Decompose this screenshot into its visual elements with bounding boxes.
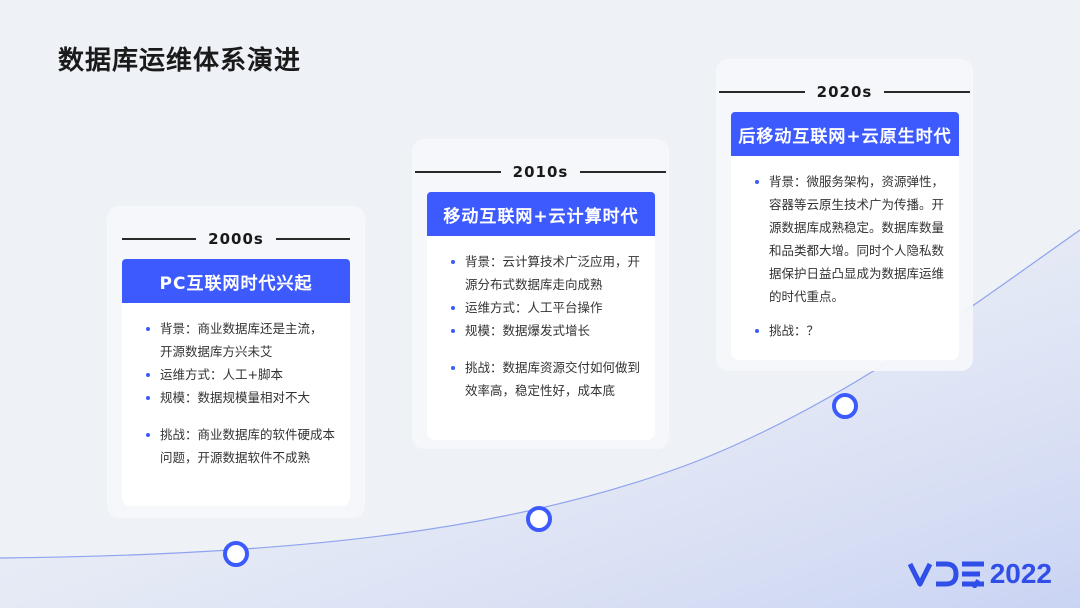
bullet-background: 背景：云计算技术广泛应用，开源分布式数据库走向成熟 — [451, 250, 641, 296]
era-card-2000s: 2000s PC互联网时代兴起 背景：商业数据库还是主流，开源数据库方兴未艾 运… — [107, 206, 365, 518]
divider — [275, 238, 350, 240]
divider — [122, 238, 197, 240]
divider — [580, 171, 667, 173]
era-body: 背景：商业数据库还是主流，开源数据库方兴未艾 运维方式：人工+脚本 规模：数据规… — [122, 303, 350, 506]
bullet-challenge: 挑战：商业数据库的软件硬成本问题，开源数据软件不成熟 — [146, 423, 336, 469]
era-card-2020s: 2020s 后移动互联网+云原生时代 背景：微服务架构，资源弹性，容器等云原生技… — [716, 59, 973, 371]
era-label: 2020s — [816, 83, 873, 101]
era-heading: 2000s — [107, 230, 365, 248]
bullet-scale: 规模：数据爆发式增长 — [451, 319, 641, 342]
bullet-scale: 规模：数据规模量相对不大 — [146, 386, 332, 409]
timeline-dot-2020s — [832, 393, 858, 419]
bullet-challenge: 挑战：数据库资源交付如何做到效率高，稳定性好，成本底 — [451, 356, 643, 402]
divider — [884, 91, 971, 93]
era-title: 后移动互联网+云原生时代 — [731, 112, 959, 156]
era-heading: 2020s — [716, 83, 973, 101]
logo-year: 2022 — [989, 558, 1052, 589]
era-body: 背景：云计算技术广泛应用，开源分布式数据库走向成熟 运维方式：人工平台操作 规模… — [427, 236, 655, 440]
era-body: 背景：微服务架构，资源弹性，容器等云原生技术广为传播。开源数据库成熟稳定。数据库… — [731, 156, 959, 360]
era-heading: 2010s — [412, 163, 669, 181]
timeline-dot-2000s — [223, 541, 249, 567]
bullet-ops-method: 运维方式：人工+脚本 — [146, 363, 332, 386]
era-title: 移动互联网+云计算时代 — [427, 192, 655, 236]
vdc-mark-icon — [907, 561, 984, 588]
era-card-2010s: 2010s 移动互联网+云计算时代 背景：云计算技术广泛应用，开源分布式数据库走… — [412, 139, 669, 449]
vdc-logo: 2022 — [907, 558, 1052, 590]
timeline-dot-2010s — [526, 506, 552, 532]
divider — [414, 171, 501, 173]
page-title: 数据库运维体系演进 — [58, 46, 302, 76]
bullet-ops-method: 运维方式：人工平台操作 — [451, 296, 641, 319]
era-title: PC互联网时代兴起 — [122, 259, 350, 303]
divider — [718, 91, 805, 93]
bullet-challenge: 挑战：？ — [755, 319, 945, 342]
era-label: 2010s — [512, 163, 569, 181]
bullet-background: 背景：商业数据库还是主流，开源数据库方兴未艾 — [146, 317, 332, 363]
era-label: 2000s — [208, 230, 264, 248]
bullet-background: 背景：微服务架构，资源弹性，容器等云原生技术广为传播。开源数据库成熟稳定。数据库… — [755, 170, 945, 308]
